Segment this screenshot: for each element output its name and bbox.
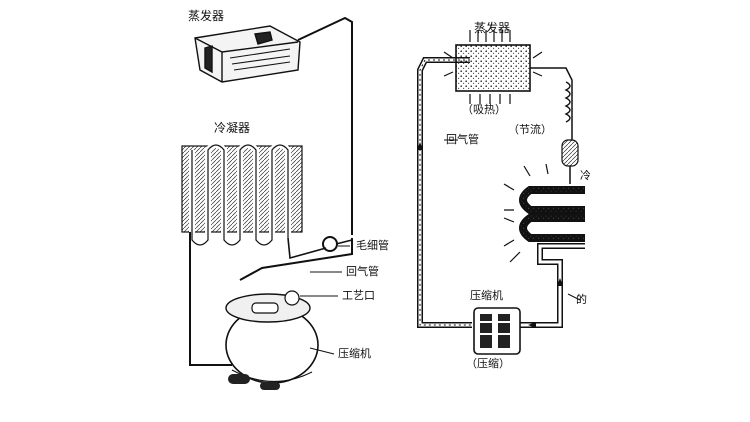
- left-compressor-label: 压缩机: [338, 347, 371, 360]
- right-pipe-outer: [417, 57, 472, 328]
- leader-compressor: [309, 347, 335, 355]
- leader-cut: [567, 293, 581, 301]
- right-return-label: 回气管: [446, 133, 479, 146]
- capillary-tube: [287, 237, 353, 260]
- right-throttle-label: （节流）: [508, 123, 552, 136]
- right-cut-label-1: 冷: [580, 170, 590, 182]
- left-condenser: [181, 142, 303, 248]
- left-compressor: [225, 290, 319, 390]
- left-return-label: 回气管: [346, 265, 379, 278]
- heat-arrows: [443, 30, 543, 104]
- left-capillary-label: 毛细管: [356, 239, 389, 252]
- left-condenser-label: 冷凝器: [214, 121, 251, 135]
- right-compressor-label: 压缩机: [470, 289, 503, 302]
- left-evaporator-label: 蒸发器: [188, 9, 225, 23]
- left-return-line: [239, 238, 353, 281]
- throttle-line: [530, 67, 573, 140]
- left-discharge-line: [189, 232, 232, 366]
- right-compressor: [473, 307, 521, 355]
- throttle-coil: [564, 81, 571, 123]
- left-port-label: 工艺口: [342, 289, 375, 302]
- right-evaporator-label: 蒸发器: [474, 21, 511, 35]
- right-pipe-inner: [418, 58, 472, 327]
- left-evaporator: [194, 25, 301, 83]
- left-suction-line: [297, 16, 353, 235]
- filter-drier: [561, 139, 579, 167]
- right-absorb-label: （吸热）: [462, 103, 506, 116]
- heat-out-arrows: [503, 163, 549, 263]
- right-compress-label: （压缩）: [466, 357, 510, 370]
- right-evaporator-box: [455, 44, 531, 92]
- right-cut-label-2: 的: [576, 293, 587, 306]
